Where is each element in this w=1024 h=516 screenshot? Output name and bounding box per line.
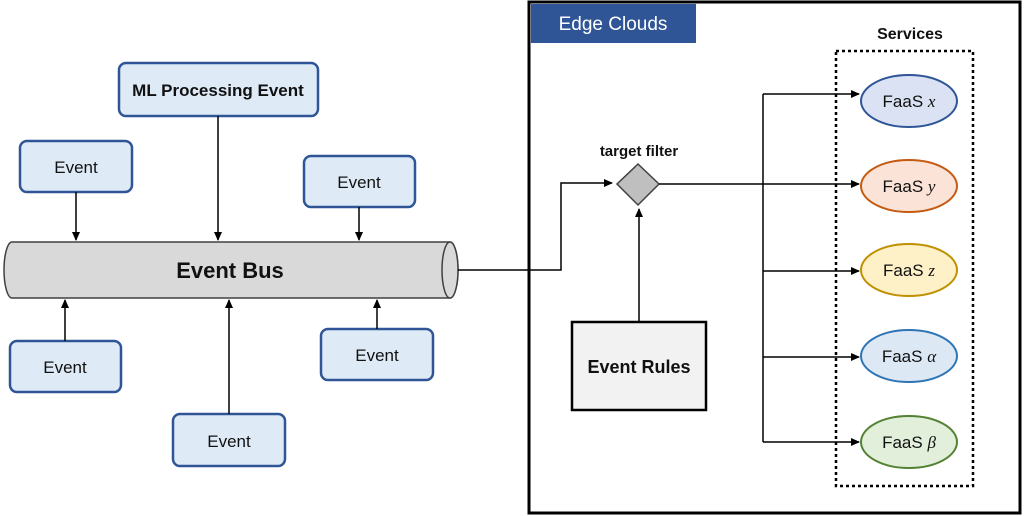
faas-x: FaaS x — [860, 74, 958, 128]
svg-text:FaaS y: FaaS y — [883, 177, 936, 196]
event-box-top-right: Event — [302, 154, 417, 209]
event-box-bottom-right: Event — [319, 327, 435, 382]
event-box-bottom-left: Event — [8, 339, 123, 394]
event-label: Event — [355, 346, 399, 365]
arrow-bus-to-filter — [458, 179, 613, 271]
edge-clouds-title: Edge Clouds — [559, 14, 668, 35]
faas-y: FaaS y — [860, 159, 958, 213]
event-bus: Event Bus — [3, 241, 459, 299]
event-rules-label: Event Rules — [587, 357, 690, 377]
faas-z: FaaS z — [860, 243, 958, 297]
svg-text:FaaS β: FaaS β — [882, 433, 936, 452]
ml-processing-event-label: ML Processing Event — [132, 81, 304, 100]
services-title: Services — [877, 26, 943, 43]
event-label: Event — [43, 358, 87, 377]
svg-text:FaaS α: FaaS α — [882, 347, 937, 366]
svg-text:FaaS z: FaaS z — [883, 261, 935, 280]
bus-arrows — [61, 116, 381, 414]
event-box-top-left: Event — [18, 139, 134, 194]
target-filter-label: target filter — [600, 143, 679, 160]
services-container: Services — [834, 26, 975, 488]
ml-processing-event-box: ML Processing Event — [117, 61, 320, 118]
event-label: Event — [337, 173, 381, 192]
event-box-bottom-center: Event — [171, 412, 287, 468]
event-label: Event — [54, 158, 98, 177]
event-rules-box: Event Rules — [570, 320, 708, 412]
edge-clouds-frame: Edge Clouds — [527, 0, 1022, 515]
filter-to-services-arrows — [659, 90, 860, 446]
target-filter: target filter — [600, 143, 679, 207]
event-bus-label: Event Bus — [176, 258, 284, 283]
event-label: Event — [207, 432, 251, 451]
faas-alpha: FaaS α — [860, 329, 958, 383]
faas-beta: FaaS β — [860, 415, 958, 469]
svg-text:FaaS x: FaaS x — [883, 92, 936, 111]
